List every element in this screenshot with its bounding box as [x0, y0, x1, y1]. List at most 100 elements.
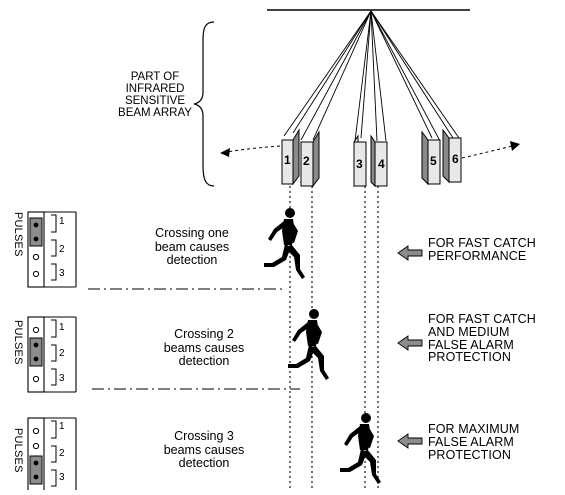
array-label-line: INFRARED [125, 83, 185, 96]
pulses-label: PULSES [12, 320, 24, 365]
beam-number-6: 6 [452, 152, 459, 166]
jumper-number: 1 [59, 421, 65, 432]
beam-ray [312, 10, 372, 141]
jumper-pin [32, 427, 40, 435]
beam-ray [354, 10, 372, 142]
running-person-part [268, 221, 286, 241]
jumper-pin [32, 375, 40, 383]
running-person-part [361, 413, 371, 423]
jumper-shunt [29, 455, 43, 485]
beam-ray [283, 10, 372, 137]
beam-side-face [442, 128, 450, 184]
beam-ray [370, 10, 387, 142]
arrow-head-left [220, 148, 230, 157]
jumper-number: 2 [59, 448, 65, 459]
jumper-pin [33, 460, 39, 466]
jumper-number: 3 [59, 373, 65, 384]
jumper-shunt [29, 337, 43, 367]
beam-number-5: 5 [430, 154, 437, 168]
jumper-bracket [51, 214, 57, 233]
pointer-arrow-icon [397, 335, 423, 351]
crossing-text-line: detection [178, 456, 230, 470]
crossing-text-line: detection [178, 354, 230, 368]
array-label-line: SENSITIVE [124, 95, 186, 108]
jumper-shunt [29, 217, 43, 247]
mode-description-line: FOR FAST CATCH [428, 236, 536, 250]
mode-description-line: FOR FAST CATCH [428, 312, 536, 326]
beam-number-2: 2 [303, 154, 310, 168]
crossing-text-line: beam causes [154, 239, 230, 254]
jumper-number: 2 [59, 244, 65, 255]
jumper-bracket [51, 344, 57, 362]
jumper-pin [33, 342, 39, 348]
running-person-part [286, 244, 305, 279]
jumper-number: 3 [59, 472, 65, 483]
jumper-pin [32, 442, 40, 450]
running-person-part [264, 244, 291, 267]
running-person-icon [264, 208, 305, 279]
running-person-part [313, 322, 322, 344]
running-person-part [310, 345, 329, 380]
jumper-number: 1 [59, 322, 65, 333]
pointer-arrow-icon [397, 245, 423, 261]
mode-description-line: FALSE ALARM [428, 434, 514, 449]
crossing-text-line: Crossing 3 [174, 429, 234, 443]
beam-number-1: 1 [284, 153, 291, 167]
running-person-part [362, 449, 381, 484]
beam-front-face [427, 139, 441, 185]
mode-description: FOR FAST CATCH AND MEDIUM FALSE ALARM PR… [428, 313, 536, 364]
beam-side-face [312, 130, 320, 188]
running-person-part [289, 221, 298, 243]
running-person-icon [340, 413, 381, 484]
jumper-number: 2 [59, 348, 65, 359]
crossing-text-line: beams causes [163, 442, 245, 457]
beam-ray [360, 10, 372, 139]
beam-front-face [374, 141, 388, 187]
beam-front-face [448, 137, 462, 183]
running-person-part [344, 426, 362, 446]
crossing-text: Crossing one beam causes detection [112, 226, 272, 268]
beam-side-face [370, 134, 376, 188]
running-person-icon [288, 309, 329, 380]
mode-description-line: FALSE ALARM [428, 337, 514, 352]
jumper-pin [33, 222, 39, 228]
arrow-head-right [510, 141, 520, 151]
spread-arrow-right [461, 145, 513, 159]
mode-description-line: PERFORMANCE [428, 248, 527, 263]
jumper-number: 3 [59, 268, 65, 279]
beam-side-face [421, 130, 429, 186]
spread-arrow-left [225, 145, 281, 153]
jumper-pin [32, 253, 40, 261]
pointer-arrow-icon [397, 433, 423, 449]
jumper-bracket [51, 239, 57, 257]
jumper-bracket [51, 368, 57, 386]
mode-description-line: PROTECTION [428, 350, 511, 365]
beam-front-face [300, 141, 314, 187]
jumper-bracket [51, 445, 57, 463]
beam-ray [370, 10, 462, 142]
mode-description-line: FOR MAXIMUM [428, 422, 520, 436]
running-person-part [340, 449, 367, 472]
beam-ray [370, 10, 433, 139]
brace [193, 21, 215, 187]
pulses-label: PULSES [12, 428, 24, 473]
beam-ray [370, 10, 454, 139]
running-person-part [309, 309, 319, 319]
beam-ray [292, 10, 372, 134]
beam-ray [370, 10, 441, 142]
jumper-pin [33, 356, 39, 362]
jumper-bracket [51, 263, 57, 281]
crossing-text: Crossing 3 beams causes detection [124, 429, 284, 471]
beam-front-face [353, 141, 367, 187]
beam-number-3: 3 [356, 157, 363, 171]
running-person-part [292, 322, 310, 342]
beam-ray [370, 10, 378, 142]
crossing-text-line: detection [166, 253, 218, 267]
beam-number-4: 4 [378, 157, 385, 171]
jumper-pin [33, 474, 39, 480]
pulses-label: PULSES [12, 212, 24, 257]
beam-ray [300, 10, 372, 141]
array-label: PART OF INFRARED SENSITIVE BEAM ARRAY [100, 71, 210, 119]
